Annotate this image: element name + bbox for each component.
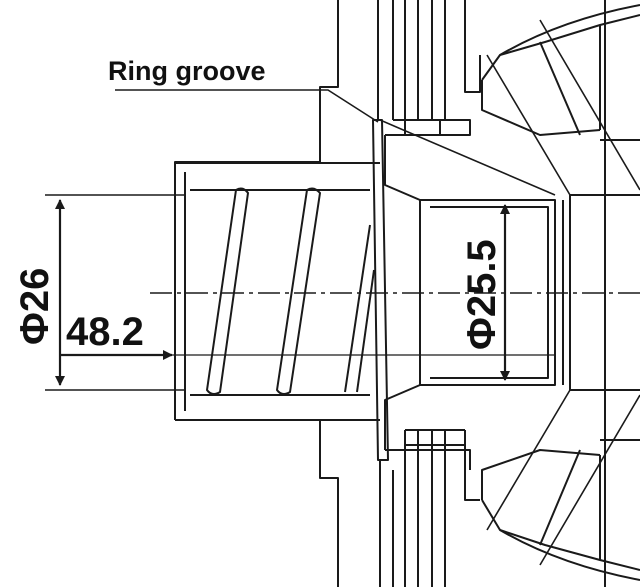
right-shaft <box>570 0 640 587</box>
dimension-ext-outer <box>45 194 185 391</box>
tube-body <box>174 163 186 420</box>
housing-outline-lower <box>175 419 339 587</box>
upper-plates <box>377 0 481 136</box>
ring-groove-label: Ring groove <box>108 56 266 86</box>
length-label: 48.2 <box>66 310 144 354</box>
inner-diameter-label: Φ25.5 <box>460 239 504 350</box>
outer-diameter-label: Φ26 <box>13 268 57 345</box>
gear-lower <box>481 439 640 581</box>
ring-groove-leader <box>115 89 379 123</box>
gear-diagonals <box>379 19 640 566</box>
spring-coils <box>206 187 375 396</box>
gear-upper <box>481 4 640 141</box>
lower-plates <box>379 429 480 587</box>
